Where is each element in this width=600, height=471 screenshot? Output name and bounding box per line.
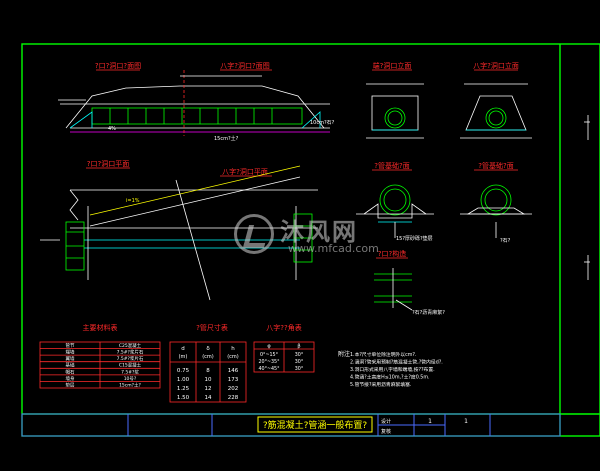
- pipe-cell: 0.75: [177, 368, 190, 374]
- material-cell: 端墙: [66, 349, 75, 356]
- material-cell: 基础: [66, 362, 75, 369]
- pipe-cell: 14: [205, 395, 212, 401]
- material-cell: 帽石: [66, 368, 75, 375]
- title-block: [21, 413, 561, 437]
- note-line: 2.涵洞?管采用预制?筋混凝土管,?管内径d?.: [350, 359, 443, 366]
- view-title-section-right: ?管基础?面: [478, 161, 513, 170]
- material-cell: 15cm?土?: [119, 381, 141, 388]
- pipe-header: δ: [206, 346, 210, 352]
- pipe-cell: 1.25: [177, 386, 190, 392]
- pipe-table-title: ?管尺寸表: [196, 323, 228, 332]
- angle-cell: 30°: [295, 359, 304, 365]
- pipe-unit: (m): [179, 354, 188, 360]
- material-cell: 翼墙: [66, 355, 75, 362]
- view-title-elevation-right: 八字?洞口?面图: [220, 61, 269, 70]
- pipe-cell: 1.50: [177, 395, 190, 401]
- pipe-unit: (cm): [227, 354, 239, 360]
- section-view-left: [356, 184, 434, 238]
- page-total: 1: [464, 418, 468, 425]
- front-view-left: [366, 83, 424, 139]
- pipe-cell: 8: [206, 368, 210, 374]
- angle-table-grid: [253, 341, 315, 373]
- angle-header: φ: [267, 344, 271, 350]
- note-line: 1.本?尺寸单位除注明外以cm?.: [350, 351, 416, 358]
- pipe-header: d: [181, 346, 185, 352]
- material-table-grid: [39, 341, 161, 389]
- view-title-front-right: 八字?洞口立面: [473, 61, 519, 70]
- material-cell: 管节: [66, 342, 75, 349]
- pipe-table-grid: [169, 341, 247, 403]
- pipe-cell: 146: [228, 368, 239, 374]
- material-cell: 墙身: [66, 375, 75, 382]
- section-note-right: ?石?: [500, 238, 511, 244]
- section-view-right: [460, 184, 532, 238]
- angle-cell: 30°: [295, 366, 304, 372]
- right-margin-fragments: [584, 115, 590, 280]
- material-cell: 10号?: [124, 376, 137, 382]
- section-note-left: 15?厚砂砾?垫层: [396, 235, 433, 242]
- title-block-text: ?筋混凝土?管涵一般布置?: [263, 419, 368, 431]
- joint-note: ?石?沥青麻絮?: [412, 309, 445, 316]
- title-small-1: 设计: [381, 418, 391, 425]
- plan-view: [40, 165, 318, 301]
- angle-cell: 0°~15°: [260, 352, 278, 358]
- pipe-cell: 1.00: [177, 377, 190, 383]
- material-cell: C25混凝土: [119, 342, 142, 349]
- title-small-2: 复核: [381, 428, 391, 435]
- angle-cell: 20°~35°: [258, 359, 279, 365]
- front-view-right: [460, 83, 532, 139]
- pipe-table-rows: d δ h (m) (cm) (cm) 0.75 8 146 1.00 10 173 1.25 12 202…: [177, 346, 239, 401]
- note-line: 5.管节接?采用沥青麻絮填塞.: [350, 381, 411, 388]
- pipe-cell: 228: [228, 395, 239, 401]
- angle-cell: 30°: [295, 352, 304, 358]
- elevation-slope-label: 4%: [108, 126, 116, 132]
- pipe-cell: 10: [205, 377, 212, 383]
- view-title-plan-left: ?口?洞口平面: [87, 159, 129, 168]
- angle-table-title: 八字??角表: [266, 323, 301, 332]
- title-highlight-box: [257, 416, 373, 433]
- view-title-elevation-left: ?口?洞口?面图: [95, 61, 141, 70]
- view-title-section-left: ?管基础?面: [374, 161, 409, 170]
- angle-cell: 40°~45°: [258, 366, 279, 372]
- pipe-cell: 202: [228, 386, 239, 392]
- angle-table-rows: φ β 0°~15° 30° 20°~35° 30° 40°~45° 30°: [258, 344, 303, 373]
- page-number: 1: [428, 418, 432, 425]
- view-title-plan-right: 八字?洞口平面: [222, 167, 268, 176]
- notes-lines: 1.本?尺寸单位除注明外以cm?.2.涵洞?管采用预制?筋混凝土管,?管内径d?…: [350, 351, 443, 388]
- elevation-view: [58, 70, 330, 136]
- material-cell: 7.5#?浆: [121, 368, 139, 375]
- note-line: 3.洞口形式采用八字墙和端墙,按??布置.: [350, 366, 435, 373]
- material-table-title: 主要材料表: [83, 323, 118, 332]
- material-cell: 7.5#?浆片石: [117, 355, 144, 362]
- pipe-cell: 12: [205, 386, 212, 392]
- pipe-unit: (cm): [202, 354, 214, 360]
- notes-heading: 附注: [338, 350, 350, 358]
- material-cell: 7.5#?浆片石: [117, 349, 144, 356]
- pipe-header: h: [231, 346, 235, 352]
- plan-slope-label: i=1%: [126, 198, 140, 204]
- view-title-front-left: 端?洞口立面: [373, 61, 412, 70]
- joint-detail: [374, 268, 413, 311]
- elevation-note-2: 10cm?石?: [310, 120, 335, 126]
- angle-header: β: [297, 344, 300, 350]
- elevation-note-1: 15cm?土?: [214, 135, 239, 142]
- pipe-cell: 173: [228, 377, 239, 383]
- view-title-joint: ?口?构造: [378, 249, 406, 258]
- material-cell: 垫层: [66, 381, 75, 388]
- material-cell: C15混凝土: [119, 362, 142, 369]
- note-line: 4.管涵?土高度H≤10m,?土?度0.5m.: [350, 374, 430, 381]
